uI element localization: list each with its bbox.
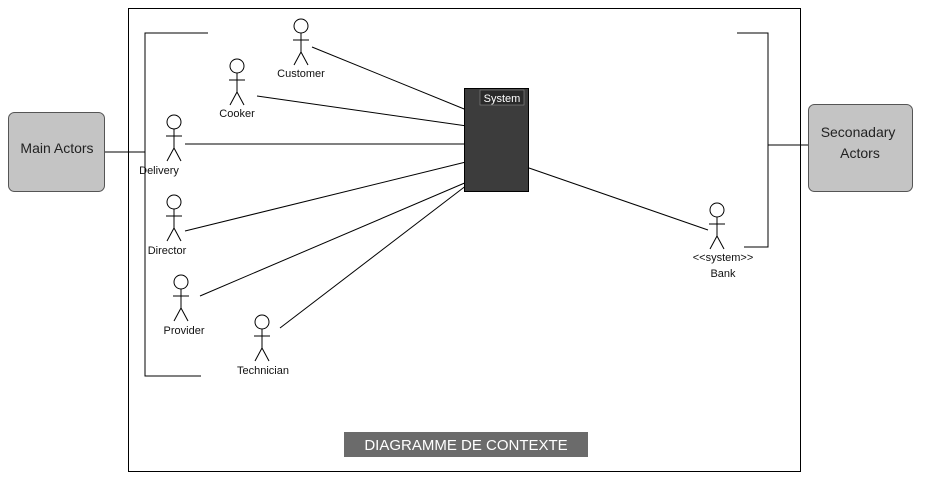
secondary-actors-box	[808, 104, 913, 192]
director-label: Director	[148, 245, 187, 257]
actor-customer: Customer	[277, 18, 325, 80]
customer-label: Customer	[277, 68, 325, 80]
bank-label: Bank	[710, 268, 736, 280]
technician-actor-icon	[254, 314, 270, 362]
system-label: System	[484, 93, 521, 105]
secondary-actors-label: Seconadary Actors	[821, 124, 900, 161]
provider-association	[199, 175, 482, 297]
actor-director: Director	[148, 194, 187, 257]
director-association	[184, 159, 475, 232]
actor-delivery: Delivery	[139, 114, 182, 177]
customer-actor-icon	[293, 18, 309, 66]
secondary-actors-label-line1: Seconadary	[821, 124, 896, 140]
diagram-frame	[128, 8, 801, 472]
actor-provider: Provider	[164, 274, 205, 337]
diagram-title-bg	[344, 432, 588, 457]
cooker-label: Cooker	[219, 108, 255, 120]
bank-stereotype-label: <<system>>	[693, 252, 754, 264]
actor-technician: Technician	[237, 314, 289, 377]
cooker-actor-icon	[229, 58, 245, 106]
customer-association	[311, 46, 475, 114]
main-actors-label: Main Actors	[20, 140, 93, 156]
delivery-actor-icon	[166, 114, 182, 162]
diagram-title: DIAGRAMME DE CONTEXTE	[364, 437, 567, 454]
bank-association	[528, 167, 709, 231]
system-block	[464, 88, 529, 192]
bank-actor-icon	[709, 202, 725, 250]
main-actors-bracket	[144, 32, 208, 377]
technician-label: Technician	[237, 365, 289, 377]
system-label-bg	[479, 89, 525, 106]
main-actors-box	[8, 112, 105, 192]
technician-association	[279, 184, 468, 329]
association-lines	[184, 46, 709, 329]
provider-label: Provider	[164, 325, 205, 337]
delivery-label: Delivery	[139, 165, 179, 177]
cooker-association	[256, 95, 482, 129]
secondary-actors-label-line2: Actors	[840, 145, 880, 161]
secondary-actors-bracket	[737, 32, 769, 248]
provider-actor-icon	[173, 274, 189, 322]
director-actor-icon	[166, 194, 182, 242]
actor-cooker: Cooker	[219, 58, 255, 120]
actor-bank: <<system>> Bank	[693, 202, 754, 280]
